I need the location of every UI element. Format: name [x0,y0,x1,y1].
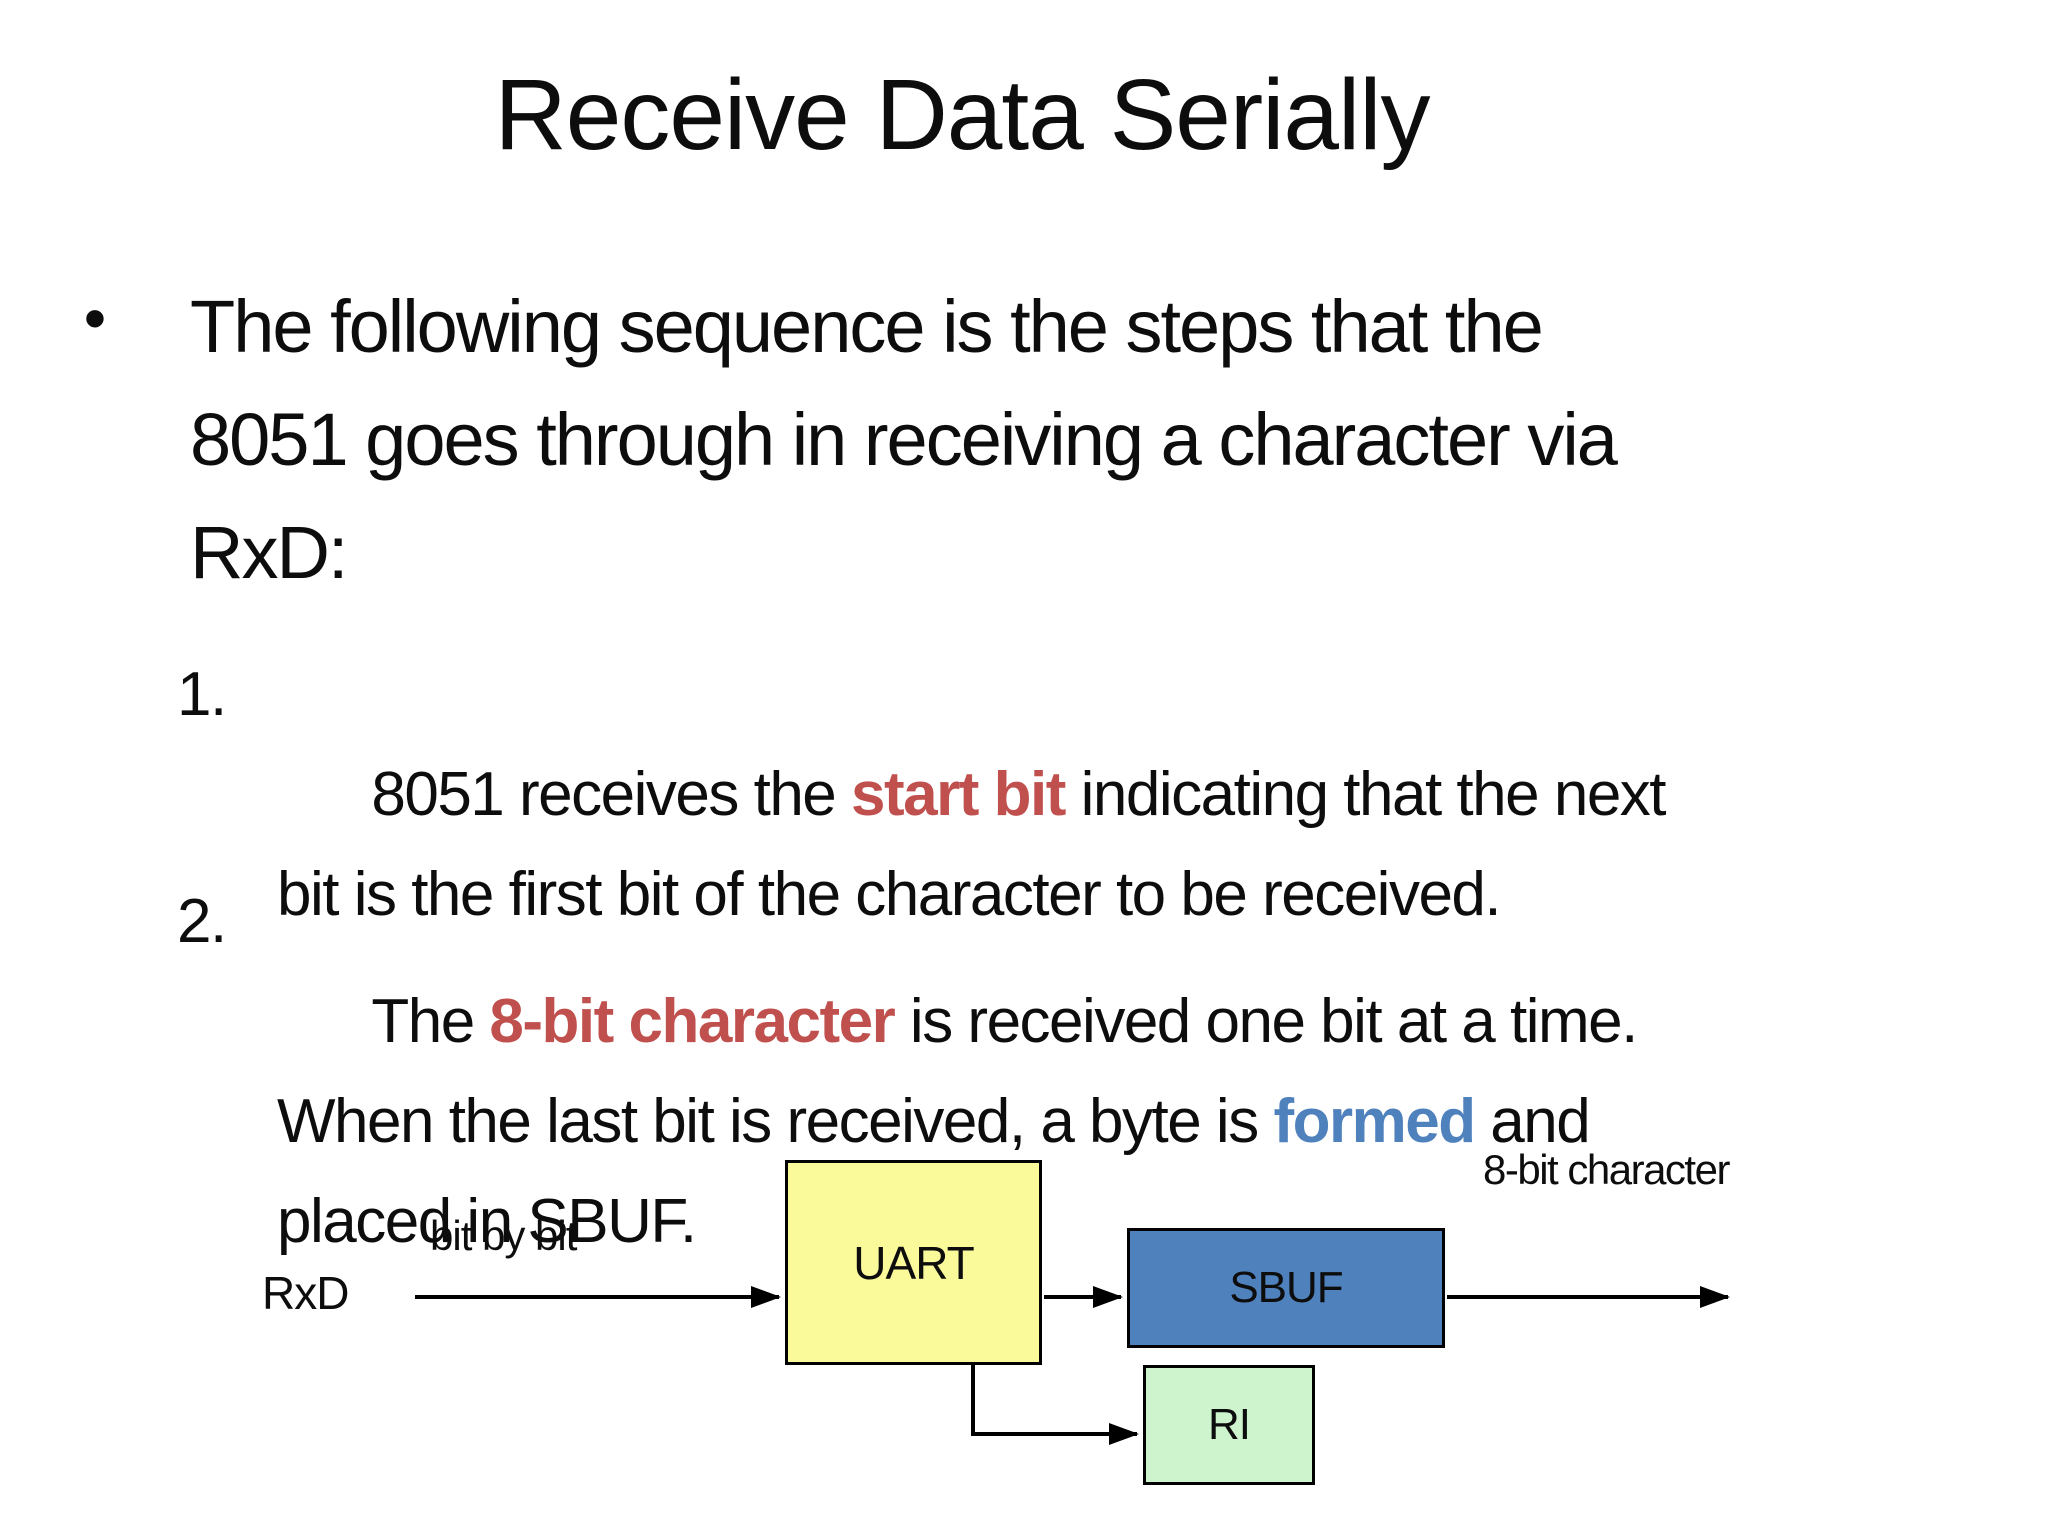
ri-box: RI [1143,1365,1315,1485]
text-segment: The [371,987,490,1056]
item-1-text: 8051 receives the start bit indicating t… [277,645,1977,1045]
text-segment: and placed in SBUF. [277,1087,1591,1256]
sbuf-box: SBUF [1127,1228,1445,1348]
text-segment: 8051 receives the [371,760,852,829]
highlight-start-bit: start bit [851,760,1066,829]
uart-box: UART [785,1160,1042,1365]
rxd-label: RxD [262,1267,349,1319]
slide-title: Receive Data Serially [494,59,1431,171]
text-segment: is received one bit at a time. When the … [277,987,1638,1156]
item-1-number: 1. [177,660,227,729]
numbered-item-2: 2. The 8-bit character is received one b… [177,872,1977,1372]
8-bit-character-label: 8-bit character [1483,1146,1730,1193]
highlight-8bit-character: 8-bit character [489,987,895,1056]
numbered-item-1: 1. 8051 receives the start bit indicatin… [177,645,1977,1045]
highlight-formed: formed [1273,1087,1476,1156]
item-2-text: The 8-bit character is received one bit … [277,872,1977,1372]
uart-box-label: UART [853,1236,974,1289]
bit-by-bit-label: bit by bit [430,1212,577,1259]
ri-box-label: RI [1208,1400,1251,1449]
item-2-number: 2. [177,887,227,956]
text-segment: indicating that the next bit is the firs… [277,760,1667,929]
intro-paragraph: The following sequence is the steps that… [190,285,1618,594]
uart-to-ri-elbow-arrow [971,1364,1139,1445]
sbuf-box-label: SBUF [1229,1263,1343,1312]
bullet-marker: • [83,282,107,354]
